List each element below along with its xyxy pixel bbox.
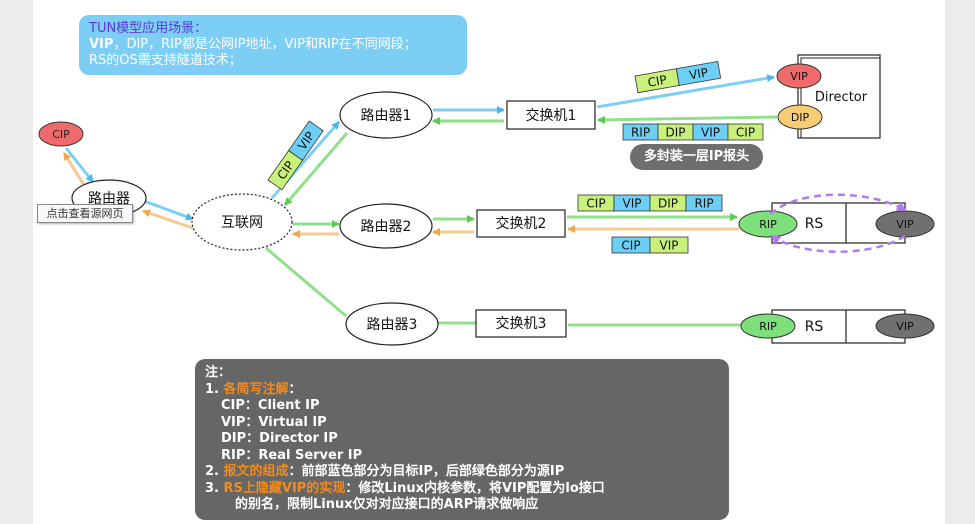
arrow-router-to-cip [62,152,86,186]
packet-4-field-1: VIP [623,197,642,211]
switch1-node: 交换机1 [506,100,596,130]
note-abbr-cip: CIP：Client IP [221,398,320,413]
switch3-label: 交换机3 [496,315,547,332]
packet-3-field-0: RIP [631,126,650,140]
internet-node: 互联网 [191,193,293,251]
packet-2-field-0: CIP [647,73,668,90]
real-server-2: RS RIP VIP [740,309,935,344]
line-internet-to-router3 [265,246,347,318]
rs1-label: RS [805,216,824,232]
switch1-label: 交换机1 [526,107,577,124]
packet-5: CIP VIP [611,236,689,254]
note-item-1-title: 各简写注解 [223,381,289,397]
director-dip-label: DIP [791,111,810,124]
callout-line-1-bold: VIP [89,37,114,52]
router2-node: 路由器2 [339,203,433,249]
note-item-2-title: 报文的组成 [223,464,289,479]
director-label: Director [815,90,868,105]
cip-node: CIP [38,121,84,147]
note-item-3: 3. RS上隐藏VIP的实现：修改Linux内核参数，将VIP配置为lo接口 [205,481,719,498]
arrow-switch1-to-director [596,74,775,109]
packet-4-field-2: DIP [658,197,678,211]
encapsulation-badge: 多封装一层IP报头 [630,144,763,170]
connection-arrows [62,74,778,327]
router1-label: 路由器1 [361,108,412,124]
note-item-3-title: RS上隐藏VIP的实现 [223,480,346,496]
router-main-label: 路由器 [88,191,130,207]
rs1-rip-port [738,210,798,238]
packet-4-field-3: RIP [694,197,713,211]
packet-3-field-3: CIP [736,126,755,140]
note-heading: 注： [205,365,232,380]
note-item-1: 1. 各简写注解： [205,382,719,399]
packet-3-field-2: VIP [701,126,720,140]
notes-panel: 注： 1. 各简写注解： CIP：Client IP VIP：Virtual I… [195,359,729,520]
packet-2: CIP VIP [634,60,722,94]
callout-line-1-rest: ，DIP，RIP都是公网IP地址，VIP和RIP在不同网段； [113,37,417,52]
switch2-label: 交换机2 [496,215,547,232]
real-server-1: RS RIP VIP [738,193,935,253]
note-abbr-rip: RIP：Real Server IP [221,447,363,463]
router3-label: 路由器3 [367,317,418,333]
packet-5-field-1: VIP [660,239,679,253]
packet-4-field-0: CIP [586,197,605,211]
director-node: Director VIP DIP [776,54,881,139]
rs2-vip-label: VIP [896,320,914,333]
packet-4: CIP VIP DIP RIP [577,194,723,212]
arrow-router-to-internet [143,199,194,221]
switch3-node: 交换机3 [475,309,567,338]
packet-2-field-1: VIP [688,65,709,82]
scenario-callout: TUN模型应用场景： VIP，DIP，RIP都是公网IP地址，VIP和RIP在不… [79,15,467,75]
note-item-2-text: ：前部蓝色部分为目标IP，后部绿色部分为源IP [288,464,565,479]
note-abbr-vip: VIP：Virtual IP [221,414,327,430]
router1-node: 路由器1 [339,91,433,139]
rs1-vip-label: VIP [896,218,914,231]
dashed-arrow-rip-to-vip [769,193,907,215]
director-vip-label: VIP [790,70,808,83]
note-item-3-num: 3. [205,480,219,496]
note-item-1-colon: ： [288,381,302,397]
callout-title: TUN模型应用场景： [89,21,208,36]
rs2-rip-port [740,313,796,339]
packet-5-field-0: CIP [621,239,640,253]
callout-line-1: VIP，DIP，RIP都是公网IP地址，VIP和RIP在不同网段； [89,37,457,53]
router2-label: 路由器2 [361,219,412,235]
note-abbr-dip: DIP：Director IP [221,431,338,446]
callout-line-2: RS的OS需支持隧道技术； [89,53,242,68]
director-dip-port [777,104,823,130]
router3-node: 路由器3 [345,302,439,346]
note-item-1-num: 1. [205,381,219,397]
packet-3: RIP DIP VIP CIP [622,123,764,141]
note-item-3-text-cont: 的别名，限制Linux仅对对应接口的ARP请求做响应 [235,497,539,512]
view-source-tooltip[interactable]: 点击查看源网页 [37,204,133,223]
arrow-internet-to-router [142,209,194,230]
note-item-2-num: 2. [205,464,219,479]
director-vip-port [776,63,822,89]
note-item-2: 2. 报文的组成：前部蓝色部分为目标IP，后部绿色部分为源IP [205,464,719,481]
rs1-rip-label: RIP [759,218,777,231]
arrow-director-to-switch1 [597,115,778,124]
arrow-router1-to-internet [283,132,349,206]
note-item-3-text: ：修改Linux内核参数，将VIP配置为lo接口 [345,480,605,496]
packet-3-field-1: DIP [665,126,685,140]
internet-label: 互联网 [221,215,263,231]
packet-1: CIP VIP [267,120,324,191]
rs2-label: RS [805,319,824,335]
rs2-vip-port [875,313,935,339]
rs2-rip-label: RIP [759,320,777,333]
cip-label: CIP [52,128,70,141]
switch2-node: 交换机2 [476,209,566,238]
dashed-arrow-vip-to-rip [770,234,906,253]
